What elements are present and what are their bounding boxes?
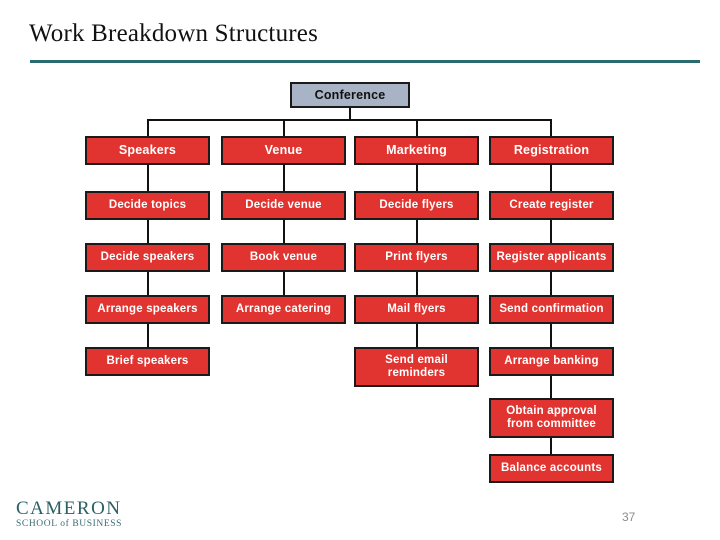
connector-drop-3 bbox=[416, 119, 418, 136]
connector-root-stem bbox=[349, 108, 351, 120]
wbs-node-task-1-2[interactable]: Decide speakers bbox=[85, 243, 210, 272]
wbs-node-branch-3[interactable]: Marketing bbox=[354, 136, 479, 165]
connector-c4-r2 bbox=[550, 220, 552, 243]
wbs-node-branch-1[interactable]: Speakers bbox=[85, 136, 210, 165]
connector-c4-r4 bbox=[550, 324, 552, 347]
wbs-node-root[interactable]: Conference bbox=[290, 82, 410, 108]
cameron-school-logo: CAMERON SCHOOL of BUSINESS bbox=[16, 499, 206, 530]
connector-c1-r2 bbox=[147, 220, 149, 243]
logo-name: CAMERON bbox=[16, 498, 122, 519]
connector-bus bbox=[147, 119, 552, 121]
connector-c3-r1 bbox=[416, 165, 418, 191]
wbs-node-branch-4[interactable]: Registration bbox=[489, 136, 614, 165]
connector-c4-r1 bbox=[550, 165, 552, 191]
page-title: Work Breakdown Structures bbox=[29, 20, 319, 47]
wbs-node-task-2-2[interactable]: Book venue bbox=[221, 243, 346, 272]
wbs-node-task-2-3[interactable]: Arrange catering bbox=[221, 295, 346, 324]
connector-c4-r5 bbox=[550, 376, 552, 398]
title-divider bbox=[30, 60, 700, 63]
wbs-node-branch-2[interactable]: Venue bbox=[221, 136, 346, 165]
connector-c2-r3 bbox=[283, 272, 285, 295]
connector-c4-r3 bbox=[550, 272, 552, 295]
connector-c3-r4 bbox=[416, 324, 418, 347]
connector-drop-4 bbox=[550, 119, 552, 136]
wbs-node-task-3-4[interactable]: Send email reminders bbox=[354, 347, 479, 387]
connector-c4-r6 bbox=[550, 438, 552, 454]
wbs-node-task-1-3[interactable]: Arrange speakers bbox=[85, 295, 210, 324]
wbs-node-task-1-1[interactable]: Decide topics bbox=[85, 191, 210, 220]
wbs-node-task-4-6[interactable]: Balance accounts bbox=[489, 454, 614, 483]
wbs-node-task-2-1[interactable]: Decide venue bbox=[221, 191, 346, 220]
connector-c1-r3 bbox=[147, 272, 149, 295]
wbs-node-task-3-2[interactable]: Print flyers bbox=[354, 243, 479, 272]
wbs-node-task-4-5[interactable]: Obtain approval from committee bbox=[489, 398, 614, 438]
connector-c1-r1 bbox=[147, 165, 149, 191]
wbs-node-task-3-3[interactable]: Mail flyers bbox=[354, 295, 479, 324]
page-number: 37 bbox=[622, 510, 636, 524]
connector-drop-2 bbox=[283, 119, 285, 136]
connector-c2-r1 bbox=[283, 165, 285, 191]
connector-c3-r3 bbox=[416, 272, 418, 295]
wbs-node-task-3-1[interactable]: Decide flyers bbox=[354, 191, 479, 220]
wbs-node-task-4-2[interactable]: Register applicants bbox=[489, 243, 614, 272]
connector-c1-r4 bbox=[147, 324, 149, 347]
connector-drop-1 bbox=[147, 119, 149, 136]
connector-c2-r2 bbox=[283, 220, 285, 243]
logo-tagline: SCHOOL of BUSINESS bbox=[16, 519, 122, 529]
wbs-node-task-4-1[interactable]: Create register bbox=[489, 191, 614, 220]
wbs-node-task-4-4[interactable]: Arrange banking bbox=[489, 347, 614, 376]
wbs-node-task-4-3[interactable]: Send confirmation bbox=[489, 295, 614, 324]
wbs-node-task-1-4[interactable]: Brief speakers bbox=[85, 347, 210, 376]
connector-c3-r2 bbox=[416, 220, 418, 243]
